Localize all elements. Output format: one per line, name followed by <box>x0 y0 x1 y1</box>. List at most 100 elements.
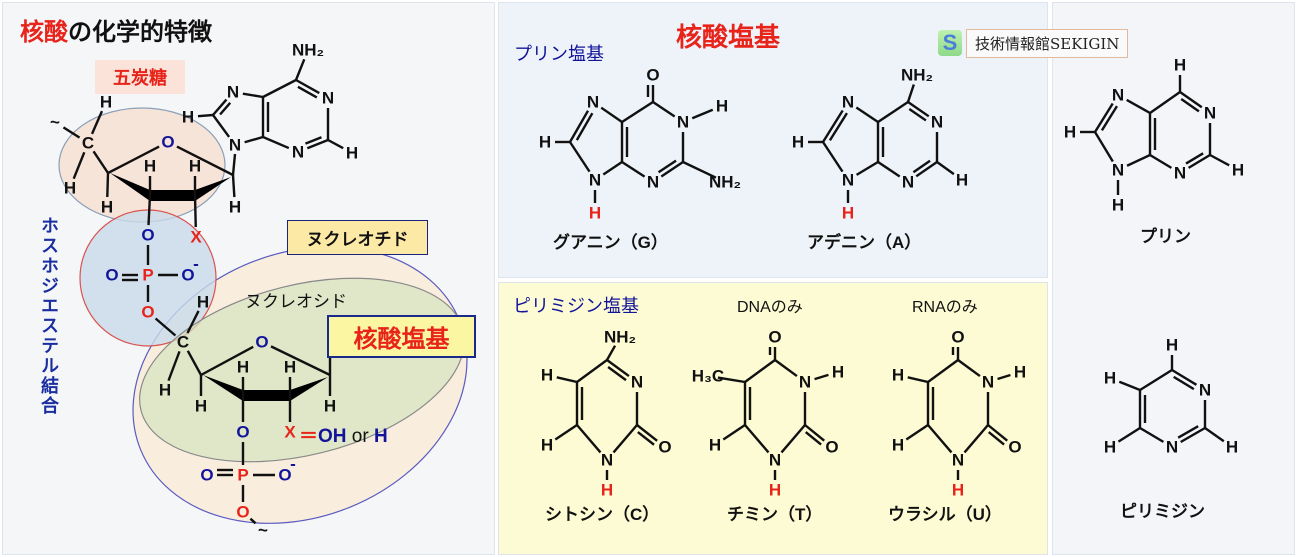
atom-label: NH₂ <box>292 41 324 60</box>
atom-label: C <box>82 134 94 153</box>
bond <box>744 424 770 454</box>
atom-label: O <box>1008 438 1021 457</box>
bond <box>186 310 200 334</box>
phosphodiester-bond-label: ホスホジエステル結合 <box>39 216 59 416</box>
bond <box>905 424 929 441</box>
atom-label: H <box>346 144 358 163</box>
atom-label: N <box>1204 104 1216 123</box>
bond <box>1093 102 1114 133</box>
bond <box>936 161 955 176</box>
bond <box>270 345 331 377</box>
bond <box>821 141 844 173</box>
bond <box>106 172 110 198</box>
bond <box>212 114 231 138</box>
sugar-wedge-bond <box>290 377 328 401</box>
bond <box>244 135 264 144</box>
double-bond-line <box>828 112 848 142</box>
atom-label: N <box>769 451 781 470</box>
atom-label: N <box>601 451 613 470</box>
atom-label: O <box>278 466 291 485</box>
double-bond-line <box>1177 425 1199 439</box>
atom-label: O <box>951 328 964 347</box>
atom-label: O <box>161 133 174 152</box>
atom-label: N <box>1112 86 1124 105</box>
atom-label: ~ <box>50 113 60 132</box>
atom-label: H <box>842 204 854 223</box>
atom-label: O <box>236 423 249 442</box>
atom-label: H <box>64 179 76 198</box>
bond <box>306 138 329 150</box>
bond <box>682 160 717 179</box>
nucleotide-label: ヌクレオチド <box>287 220 428 255</box>
x-equals: ＝ <box>299 426 319 447</box>
bond <box>691 108 714 120</box>
bond <box>1187 153 1211 169</box>
bond <box>176 145 234 177</box>
atom-label: P <box>142 266 153 285</box>
atom-label: N <box>587 93 599 112</box>
bond <box>927 359 959 383</box>
dna-only-label: DNAのみ <box>737 299 803 316</box>
atom-label: O <box>236 503 249 522</box>
atom-label: ~ <box>258 521 268 540</box>
bond <box>1139 426 1165 443</box>
atom-label: H <box>539 133 551 152</box>
atom-label: O <box>200 466 213 485</box>
atom-label: N <box>631 373 643 392</box>
atom-label: NH₂ <box>901 66 933 85</box>
bond <box>576 424 602 454</box>
atom-label: P <box>237 466 248 485</box>
double-bond-line <box>575 112 594 141</box>
atom-label: N <box>952 451 964 470</box>
x-oh: OH <box>318 426 347 447</box>
double-bond-line <box>804 431 822 446</box>
atom-label: H <box>189 157 201 176</box>
bond <box>652 101 676 118</box>
double-bond-line <box>1100 105 1118 132</box>
double-bond-line <box>304 136 322 145</box>
bond <box>327 138 344 150</box>
bond <box>997 373 1011 381</box>
bond <box>576 359 608 383</box>
atom-label: H <box>769 481 781 500</box>
bond <box>1118 380 1141 392</box>
sugar-wedge-bond <box>203 375 243 401</box>
double-bond-line <box>908 107 927 122</box>
nucleoside-label: ヌクレオシド <box>245 292 347 311</box>
atom-label: H <box>144 157 156 176</box>
bond <box>636 424 658 442</box>
nucleobase-title: 核酸塩基 <box>676 22 781 52</box>
bond <box>877 161 901 178</box>
atom-label: H <box>1104 438 1116 457</box>
bond <box>231 174 236 198</box>
bond <box>154 317 177 337</box>
atom-label: H <box>237 358 249 377</box>
bond <box>612 424 638 454</box>
bond <box>907 376 929 384</box>
bond <box>554 424 578 441</box>
atom-label: H <box>956 171 968 190</box>
cytosine-name: シトシン（C） <box>545 505 660 524</box>
atom-label: H <box>1166 336 1178 355</box>
atom-label: H <box>1174 56 1186 75</box>
bond <box>606 359 630 378</box>
bond <box>927 424 953 454</box>
atom-label: H <box>709 436 721 455</box>
pyrimidine-bases-panel <box>498 282 1048 555</box>
purine-bases-section-label: プリン塩基 <box>514 44 604 65</box>
atom-label: O <box>825 438 838 457</box>
atom-label: H <box>1232 161 1244 180</box>
bond <box>262 78 297 99</box>
atom-label: N <box>842 93 854 112</box>
double-bond-line <box>1185 152 1204 165</box>
thymine-name: チミン（T） <box>727 505 823 524</box>
bond <box>72 151 86 180</box>
atom-label: C <box>177 333 189 352</box>
bond <box>167 350 181 382</box>
atom-label: N <box>1166 438 1178 457</box>
